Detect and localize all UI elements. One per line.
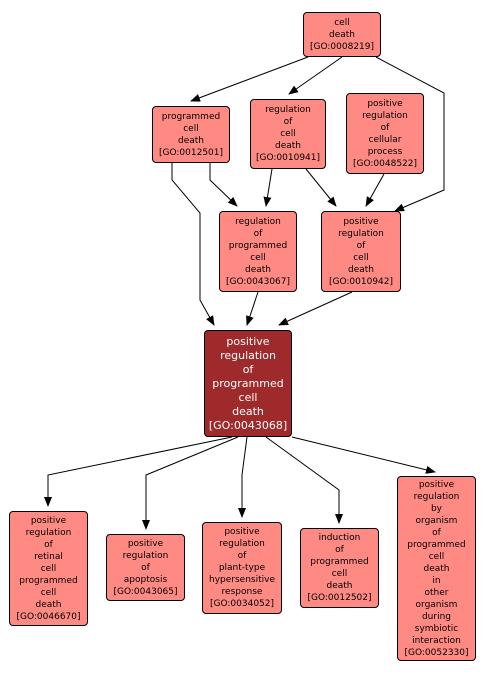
edge-cell-death-to-positive-regulation-of-cell-death xyxy=(375,56,445,212)
edge-programmed-cell-death-to-positive-regulation-of-programmed-cell-death xyxy=(171,163,215,326)
node-label: positive regulation of apoptosis [GO:004… xyxy=(113,538,178,597)
node-cell-death[interactable]: cell death [GO:0008219] xyxy=(303,12,381,57)
node-label: positive regulation of retinal cell prog… xyxy=(16,515,81,622)
edge-regulation-of-cell-death-to-positive-regulation-of-cell-death xyxy=(305,168,337,207)
edge-positive-regulation-of-programmed-cell-death-to-positive-regulation-of-retinal-cell-programmed-cell-death xyxy=(44,436,233,507)
node-positive-regulation-of-plant-type-hypersensitive-response[interactable]: positive regulation of plant-type hypers… xyxy=(202,522,282,614)
node-label: regulation of cell death [GO:0010941] xyxy=(255,105,321,163)
node-regulation-of-cell-death[interactable]: regulation of cell death [GO:0010941] xyxy=(250,99,326,169)
edge-positive-regulation-of-cell-death-to-positive-regulation-of-programmed-cell-death xyxy=(278,291,353,326)
node-label: induction of programmed cell death [GO:0… xyxy=(307,533,372,603)
node-positive-regulation-by-organism-of-programmed-cell-death-in-other-organism[interactable]: positive regulation by organism of progr… xyxy=(397,476,476,661)
edge-positive-regulation-of-programmed-cell-death-to-positive-regulation-by-organism-of-programmed-cell-death-in-other-organism xyxy=(291,436,436,474)
edge-regulation-of-cell-death-to-regulation-of-programmed-cell-death xyxy=(263,168,273,207)
edge-positive-regulation-of-programmed-cell-death-to-induction-of-programmed-cell-death xyxy=(265,436,343,524)
node-induction-of-programmed-cell-death[interactable]: induction of programmed cell death [GO:0… xyxy=(300,528,379,608)
node-programmed-cell-death[interactable]: programmed cell death [GO:0012501] xyxy=(152,106,230,163)
edge-positive-regulation-of-programmed-cell-death-to-positive-regulation-of-apoptosis xyxy=(142,436,239,530)
edge-positive-regulation-of-cellular-process-to-positive-regulation-of-cell-death xyxy=(365,173,385,207)
node-label: programmed cell death [GO:0012501] xyxy=(158,111,224,158)
edge-cell-death-to-regulation-of-cell-death xyxy=(288,56,343,95)
edge-programmed-cell-death-to-regulation-of-programmed-cell-death xyxy=(209,163,238,207)
node-positive-regulation-of-retinal-cell-programmed-cell-death[interactable]: positive regulation of retinal cell prog… xyxy=(9,511,88,626)
node-label: regulation of programmed cell death [GO:… xyxy=(225,216,291,287)
edge-positive-regulation-of-programmed-cell-death-to-positive-regulation-of-plant-type-hypersensitive-response xyxy=(238,436,248,518)
node-label: positive regulation of plant-type hypers… xyxy=(209,527,275,609)
node-label: cell death [GO:0008219] xyxy=(309,17,375,52)
node-label: positive regulation of cellular process … xyxy=(352,98,418,169)
node-positive-regulation-of-programmed-cell-death[interactable]: positive regulation of programmed cell d… xyxy=(204,330,292,437)
node-label: positive regulation of programmed cell d… xyxy=(208,334,288,432)
node-label: positive regulation by organism of progr… xyxy=(404,479,469,658)
edge-cell-death-to-programmed-cell-death xyxy=(190,56,309,102)
node-positive-regulation-of-cellular-process[interactable]: positive regulation of cellular process … xyxy=(346,93,424,174)
node-regulation-of-programmed-cell-death[interactable]: regulation of programmed cell death [GO:… xyxy=(219,211,297,292)
node-label: positive regulation of cell death [GO:00… xyxy=(328,216,394,287)
node-positive-regulation-of-cell-death[interactable]: positive regulation of cell death [GO:00… xyxy=(321,211,401,292)
node-positive-regulation-of-apoptosis[interactable]: positive regulation of apoptosis [GO:004… xyxy=(106,534,185,601)
edge-regulation-of-programmed-cell-death-to-positive-regulation-of-programmed-cell-death xyxy=(246,291,259,326)
